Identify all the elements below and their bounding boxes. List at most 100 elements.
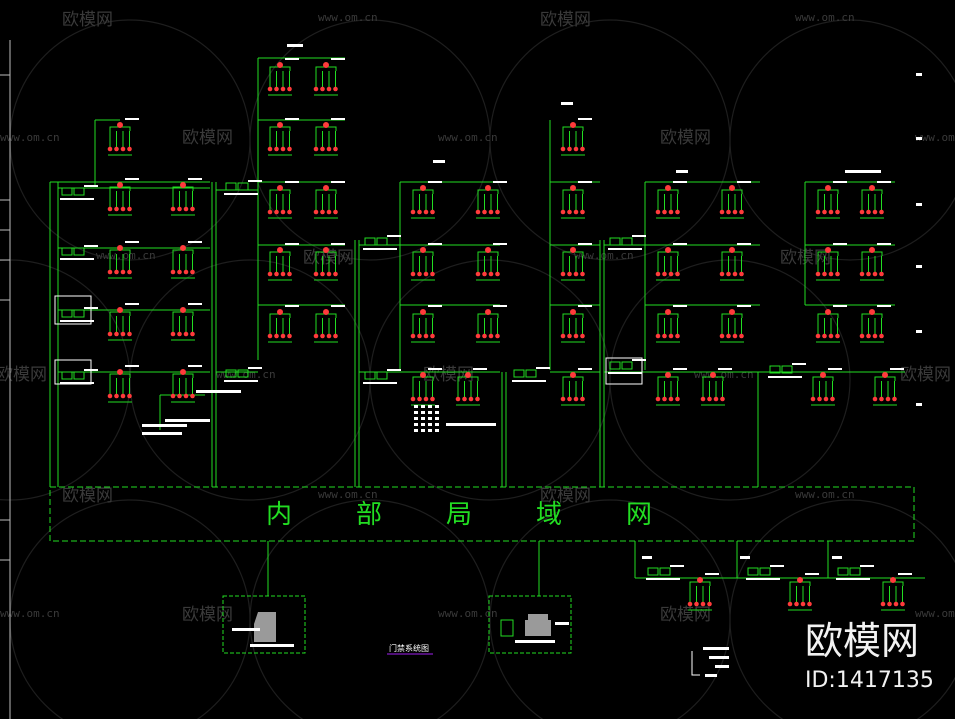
card-reader-icon bbox=[417, 209, 422, 215]
card-reader-icon bbox=[880, 601, 886, 607]
lan-box bbox=[49, 486, 915, 542]
card-reader-icon bbox=[655, 271, 661, 277]
card-reader-icon bbox=[893, 601, 899, 607]
card-reader-icon bbox=[313, 333, 319, 339]
lock-icon bbox=[869, 247, 875, 253]
card-reader-icon bbox=[177, 269, 182, 275]
door-unit bbox=[687, 573, 719, 611]
card-reader-icon bbox=[320, 271, 325, 277]
card-reader-icon bbox=[573, 146, 579, 152]
card-reader-icon bbox=[475, 209, 481, 215]
watermark-url: www.om.cn bbox=[795, 11, 855, 24]
watermark-url: www.om.cn bbox=[216, 368, 276, 381]
card-reader-icon bbox=[835, 271, 840, 277]
card-reader-icon bbox=[488, 271, 494, 277]
door-unit bbox=[560, 243, 592, 281]
label-stub bbox=[196, 390, 241, 393]
card-reader-icon bbox=[830, 396, 835, 402]
card-reader-icon bbox=[655, 396, 661, 402]
door-unit bbox=[872, 368, 904, 406]
card-reader-icon bbox=[326, 333, 332, 339]
card-reader-icon bbox=[287, 146, 292, 152]
door-unit bbox=[859, 181, 891, 219]
lock-icon bbox=[570, 309, 576, 315]
card-reader-icon bbox=[475, 396, 480, 402]
card-reader-icon bbox=[567, 396, 572, 402]
label-stub bbox=[916, 203, 922, 206]
card-reader-icon bbox=[267, 86, 273, 92]
card-reader-icon bbox=[495, 271, 500, 277]
watermark-url: www.om.cn bbox=[96, 249, 156, 262]
watermark-brand: 欧模网 bbox=[62, 10, 113, 30]
lock-icon bbox=[277, 247, 283, 253]
label-stub bbox=[446, 423, 496, 426]
card-reader-icon bbox=[410, 333, 416, 339]
workstation-icon bbox=[254, 612, 276, 642]
card-reader-icon bbox=[333, 271, 338, 277]
card-reader-icon bbox=[274, 86, 279, 92]
door-unit bbox=[410, 243, 442, 281]
card-reader-icon bbox=[879, 209, 884, 215]
card-reader-icon bbox=[190, 393, 195, 399]
controller-icon bbox=[608, 359, 646, 374]
card-reader-icon bbox=[668, 333, 674, 339]
card-reader-icon bbox=[267, 209, 273, 215]
card-reader-icon bbox=[668, 209, 674, 215]
card-reader-icon bbox=[707, 601, 712, 607]
card-reader-icon bbox=[410, 396, 416, 402]
card-reader-icon bbox=[170, 269, 176, 275]
card-reader-icon bbox=[333, 86, 338, 92]
door-unit bbox=[410, 368, 442, 406]
controller-icon bbox=[224, 180, 262, 195]
card-reader-icon bbox=[885, 396, 891, 402]
card-reader-icon bbox=[835, 333, 840, 339]
door-unit bbox=[313, 243, 345, 281]
door-unit bbox=[267, 181, 299, 219]
label-stub bbox=[676, 170, 688, 173]
legend-stack bbox=[691, 647, 729, 677]
card-reader-icon bbox=[120, 269, 126, 275]
drawing-caption: 门禁系统图 bbox=[389, 643, 429, 653]
lock-icon bbox=[117, 369, 123, 375]
lock-icon bbox=[277, 309, 283, 315]
card-reader-icon bbox=[287, 86, 292, 92]
card-reader-icon bbox=[313, 271, 319, 277]
lock-icon bbox=[729, 309, 735, 315]
lock-icon bbox=[420, 309, 426, 315]
card-reader-icon bbox=[866, 209, 871, 215]
door-unit bbox=[107, 178, 139, 216]
card-reader-icon bbox=[430, 396, 435, 402]
watermark-url: www.om.cn bbox=[318, 11, 378, 24]
door-unit bbox=[410, 305, 442, 343]
card-reader-icon bbox=[567, 271, 572, 277]
door-unit bbox=[700, 368, 732, 406]
controller-icon bbox=[60, 245, 98, 260]
lock-icon bbox=[665, 185, 671, 191]
door-unit bbox=[560, 368, 592, 406]
door-unit bbox=[107, 118, 139, 156]
door-unit bbox=[655, 368, 687, 406]
card-reader-icon bbox=[333, 333, 338, 339]
door-unit bbox=[560, 305, 592, 343]
card-reader-icon bbox=[410, 209, 416, 215]
card-reader-icon bbox=[668, 271, 674, 277]
card-reader-icon bbox=[560, 333, 566, 339]
card-reader-icon bbox=[326, 271, 332, 277]
controller-icon bbox=[646, 565, 684, 580]
lock-icon bbox=[180, 369, 186, 375]
card-reader-icon bbox=[822, 271, 827, 277]
card-reader-icon bbox=[274, 209, 279, 215]
card-reader-icon bbox=[177, 206, 182, 212]
lock-icon bbox=[882, 372, 888, 378]
door-unit bbox=[719, 181, 751, 219]
label-stub bbox=[561, 102, 573, 105]
card-reader-icon bbox=[739, 209, 744, 215]
card-reader-icon bbox=[719, 209, 725, 215]
watermark-brand: 欧模网 bbox=[62, 486, 113, 506]
card-reader-icon bbox=[815, 333, 821, 339]
card-reader-icon bbox=[675, 209, 680, 215]
door-unit bbox=[475, 305, 507, 343]
card-reader-icon bbox=[815, 271, 821, 277]
card-reader-icon bbox=[190, 331, 195, 337]
